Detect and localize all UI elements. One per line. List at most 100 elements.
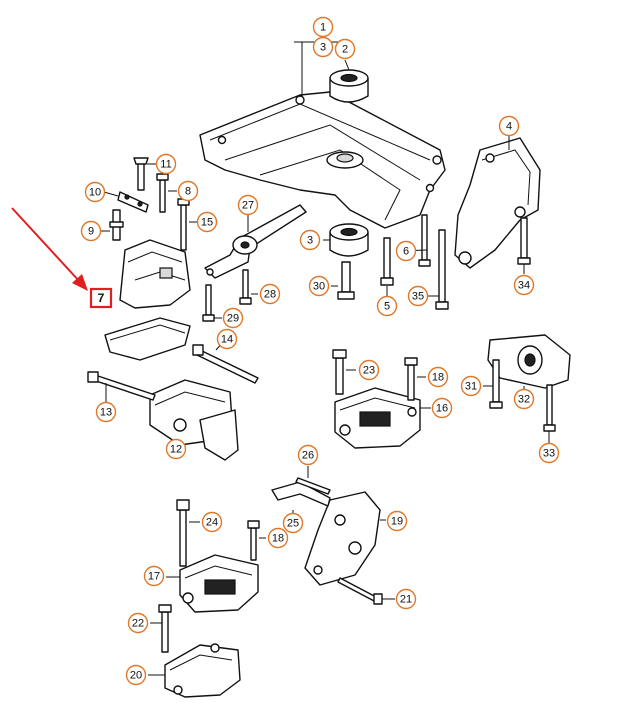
callout-number: 22 xyxy=(132,618,144,630)
callout-number: 9 xyxy=(88,226,94,238)
callout-12[interactable]: 12 xyxy=(165,438,187,460)
callout-14[interactable]: 14 xyxy=(216,328,238,350)
callout-1[interactable]: 1 xyxy=(312,16,334,38)
callout-ring xyxy=(165,438,187,460)
callout-ring xyxy=(395,240,417,262)
callout-23[interactable]: 23 xyxy=(358,359,380,381)
callout-ring xyxy=(460,375,482,397)
callout-28[interactable]: 28 xyxy=(259,283,281,305)
callout-29[interactable]: 29 xyxy=(222,307,244,329)
callout-30[interactable]: 30 xyxy=(308,275,330,297)
highlighted-part-callout[interactable]: 7 xyxy=(89,287,113,309)
engine-bracket-part xyxy=(454,135,541,274)
callout-ring xyxy=(177,180,199,202)
callout-18[interactable]: 18 xyxy=(427,366,449,388)
gearbox-mount-part xyxy=(332,349,431,449)
callout-3[interactable]: 3 xyxy=(312,36,334,58)
callout-ring xyxy=(334,38,356,60)
bushing-top-part xyxy=(329,59,369,103)
callout-ring xyxy=(143,565,165,587)
callout-number: 34 xyxy=(518,280,530,292)
callout-ring xyxy=(216,328,238,350)
callout-number: 25 xyxy=(287,518,299,530)
callout-19[interactable]: 19 xyxy=(386,510,408,532)
torque-arm-part xyxy=(202,204,307,322)
callout-ring xyxy=(84,181,106,203)
base-mount-part xyxy=(148,604,241,698)
callout-number: 2 xyxy=(342,44,348,56)
callout-number: 21 xyxy=(400,594,412,606)
callout-4[interactable]: 4 xyxy=(498,115,520,137)
callout-number: 3 xyxy=(307,235,313,247)
callout-ring xyxy=(498,115,520,137)
callout-number: 18 xyxy=(432,372,444,384)
callout-number: 12 xyxy=(170,444,182,456)
callout-ring xyxy=(282,512,304,534)
callout-number: 15 xyxy=(201,217,213,229)
callout-34[interactable]: 34 xyxy=(513,274,535,296)
callout-21[interactable]: 21 xyxy=(395,588,417,610)
callout-number: 4 xyxy=(506,121,512,133)
callout-5[interactable]: 5 xyxy=(376,295,398,317)
callout-25[interactable]: 25 xyxy=(282,512,304,534)
callout-number: 31 xyxy=(465,381,477,393)
callout-17[interactable]: 17 xyxy=(143,565,165,587)
callout-ring xyxy=(308,275,330,297)
callout-number: 18 xyxy=(272,533,284,545)
engine-mount-lower-part xyxy=(166,499,266,613)
callout-ring xyxy=(196,211,218,233)
callout-number: 20 xyxy=(130,670,142,682)
callout-ring xyxy=(155,153,177,175)
callout-ring xyxy=(386,510,408,532)
callout-ring xyxy=(297,444,319,466)
callout-number: 29 xyxy=(227,313,239,325)
callout-number: 30 xyxy=(313,281,325,293)
callout-number: 28 xyxy=(264,289,276,301)
callout-ring xyxy=(299,229,321,251)
callout-ring xyxy=(237,194,259,216)
callout-ring xyxy=(201,511,223,533)
callout-35[interactable]: 35 xyxy=(407,285,429,307)
callout-ring xyxy=(427,366,449,388)
callout-13[interactable]: 13 xyxy=(95,401,117,423)
callout-24[interactable]: 24 xyxy=(201,511,223,533)
callout-15[interactable]: 15 xyxy=(196,211,218,233)
callout-26[interactable]: 26 xyxy=(297,444,319,466)
callout-18[interactable]: 18 xyxy=(267,527,289,549)
callout-ring xyxy=(407,285,429,307)
callout-ring xyxy=(312,36,334,58)
callout-3[interactable]: 3 xyxy=(299,229,321,251)
callout-16[interactable]: 16 xyxy=(431,397,453,419)
callout-33[interactable]: 33 xyxy=(538,442,560,464)
callout-22[interactable]: 22 xyxy=(127,612,149,634)
callout-number: 1 xyxy=(320,22,326,34)
callout-number: 6 xyxy=(403,246,409,258)
callout-number: 5 xyxy=(384,301,390,313)
callout-number: 23 xyxy=(363,365,375,377)
callout-2[interactable]: 2 xyxy=(334,38,356,60)
lower-mount-part xyxy=(87,340,259,461)
callout-ring xyxy=(80,220,102,242)
callout-ring xyxy=(395,588,417,610)
callout-27[interactable]: 27 xyxy=(237,194,259,216)
callout-10[interactable]: 10 xyxy=(84,181,106,203)
callout-31[interactable]: 31 xyxy=(460,375,482,397)
callout-8[interactable]: 8 xyxy=(177,180,199,202)
callout-6[interactable]: 6 xyxy=(395,240,417,262)
callout-ring xyxy=(267,527,289,549)
callout-ring xyxy=(259,283,281,305)
callout-number: 10 xyxy=(89,187,101,199)
callout-number: 24 xyxy=(206,517,218,529)
callout-11[interactable]: 11 xyxy=(155,153,177,175)
callout-9[interactable]: 9 xyxy=(80,220,102,242)
callout-ring xyxy=(431,397,453,419)
callout-32[interactable]: 32 xyxy=(513,388,535,410)
callout-number: 13 xyxy=(100,407,112,419)
callout-number: 14 xyxy=(221,334,233,346)
callout-layer: 1233456891011121314151617181819202122232… xyxy=(80,16,560,686)
callout-ring xyxy=(95,401,117,423)
callout-20[interactable]: 20 xyxy=(125,664,147,686)
callout-ring xyxy=(125,664,147,686)
callout-ring xyxy=(513,388,535,410)
